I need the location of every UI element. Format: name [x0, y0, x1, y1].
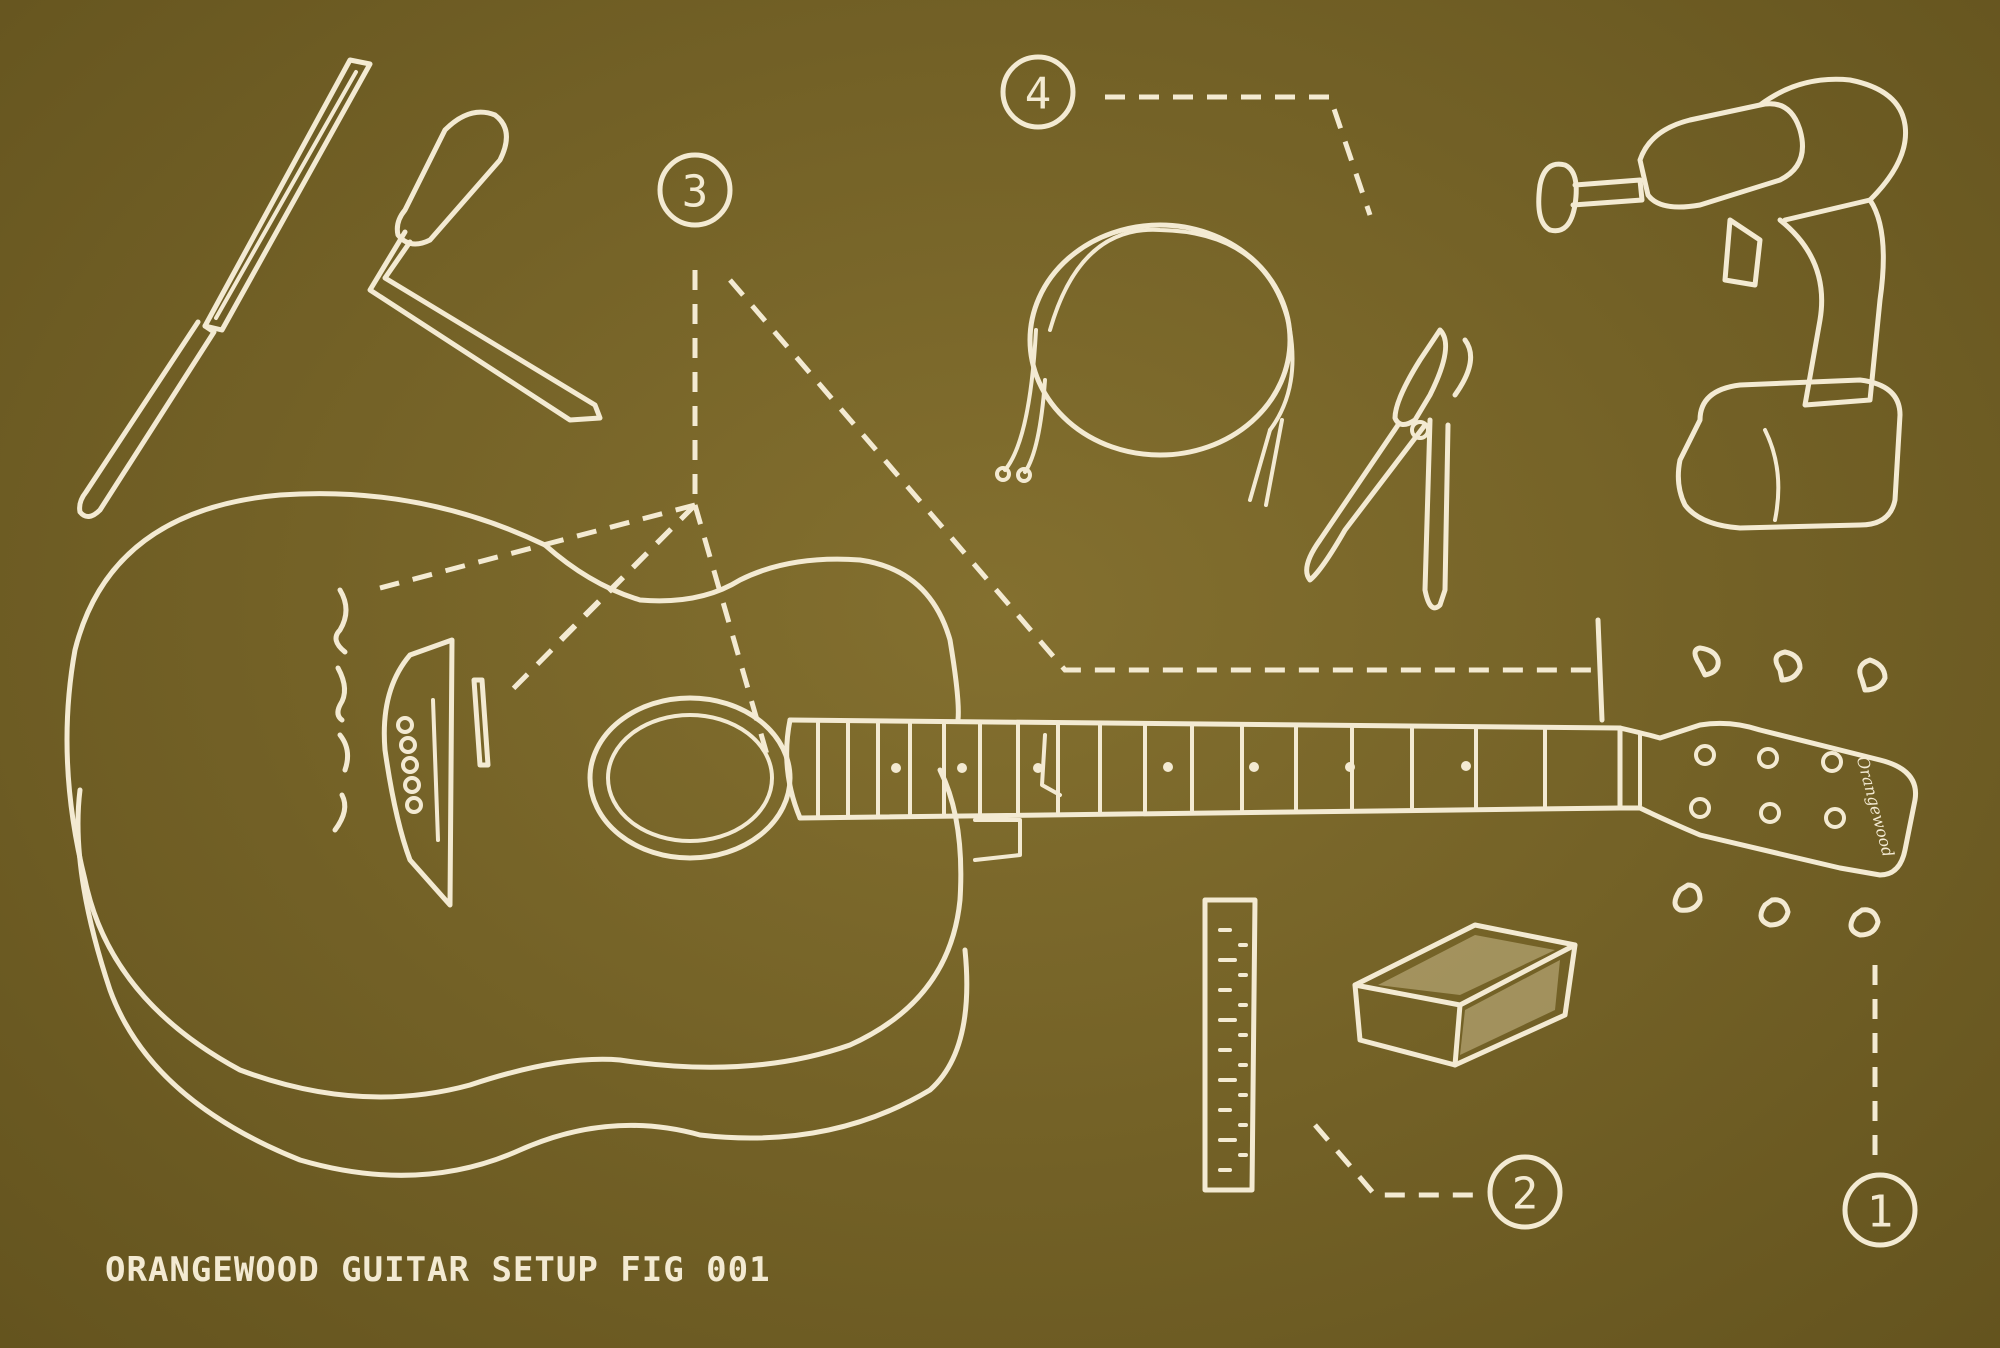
callout-3-number: 3: [682, 167, 709, 218]
file-icon: [77, 57, 373, 519]
wire-cutter-icon: [1304, 327, 1474, 611]
guitar-strings-icon: [995, 222, 1295, 507]
fret-markers: [891, 761, 1471, 773]
tuner-holes: [1689, 744, 1846, 829]
callout-1: 1: [1842, 1172, 1918, 1248]
truss-rod-wrench-icon: [367, 109, 603, 423]
tuning-peg-icon: [1595, 617, 1888, 938]
headstock-brand-logo: Orangewood: [1853, 754, 1898, 859]
acoustic-guitar-icon: Orangewood: [64, 491, 1919, 1178]
callout-3: 3: [657, 152, 733, 228]
callout-2-number: 2: [1512, 1169, 1539, 1220]
callout-4-number: 4: [1025, 69, 1052, 120]
callout-2: 2: [1487, 1154, 1563, 1230]
loose-bridge-pins: [332, 587, 351, 833]
callout-4: 4: [1000, 54, 1076, 130]
callout-1-number: 1: [1867, 1187, 1894, 1238]
ruler-icon: [1202, 897, 1258, 1193]
leader-lines: [379, 94, 1878, 1198]
bridge-pins: [396, 716, 423, 814]
frets: [816, 719, 1547, 818]
sanding-block-icon: [1352, 922, 1578, 1068]
figure-caption: ORANGEWOOD GUITAR SETUP FIG 001: [105, 1250, 771, 1290]
power-drill-icon: [1536, 76, 1909, 531]
